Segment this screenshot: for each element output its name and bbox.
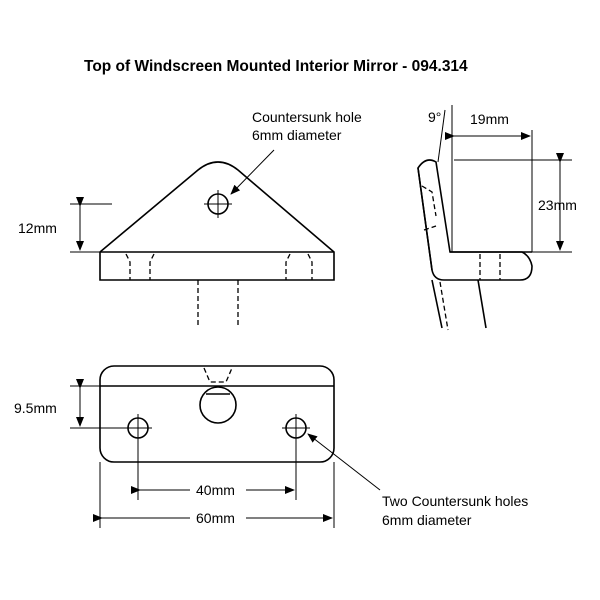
dim-40mm-label: 40mm (196, 482, 235, 498)
two-holes-label-line1: Two Countersunk holes (382, 493, 528, 509)
side-view (417, 105, 572, 331)
dim-12mm-label: 12mm (18, 220, 57, 236)
plan-center-hole (199, 386, 237, 424)
plan-view-outline (99, 365, 335, 463)
dim-9-5mm-label: 9.5mm (14, 400, 57, 416)
dim-19mm-label: 19mm (470, 111, 509, 127)
angle-9deg-label: 9° (428, 109, 441, 125)
drawing-title: Top of Windscreen Mounted Interior Mirro… (84, 58, 468, 75)
countersunk-label-line1: Countersunk hole (252, 109, 362, 125)
side-view-outline (417, 159, 533, 281)
dim-60mm-label: 60mm (196, 510, 235, 526)
plan-view (70, 365, 381, 528)
front-view-outline (99, 161, 335, 281)
front-view (70, 149, 335, 328)
two-holes-label-line2: 6mm diameter (382, 512, 472, 528)
dim-23mm-label: 23mm (538, 197, 577, 213)
countersunk-label-line2: 6mm diameter (252, 127, 342, 143)
